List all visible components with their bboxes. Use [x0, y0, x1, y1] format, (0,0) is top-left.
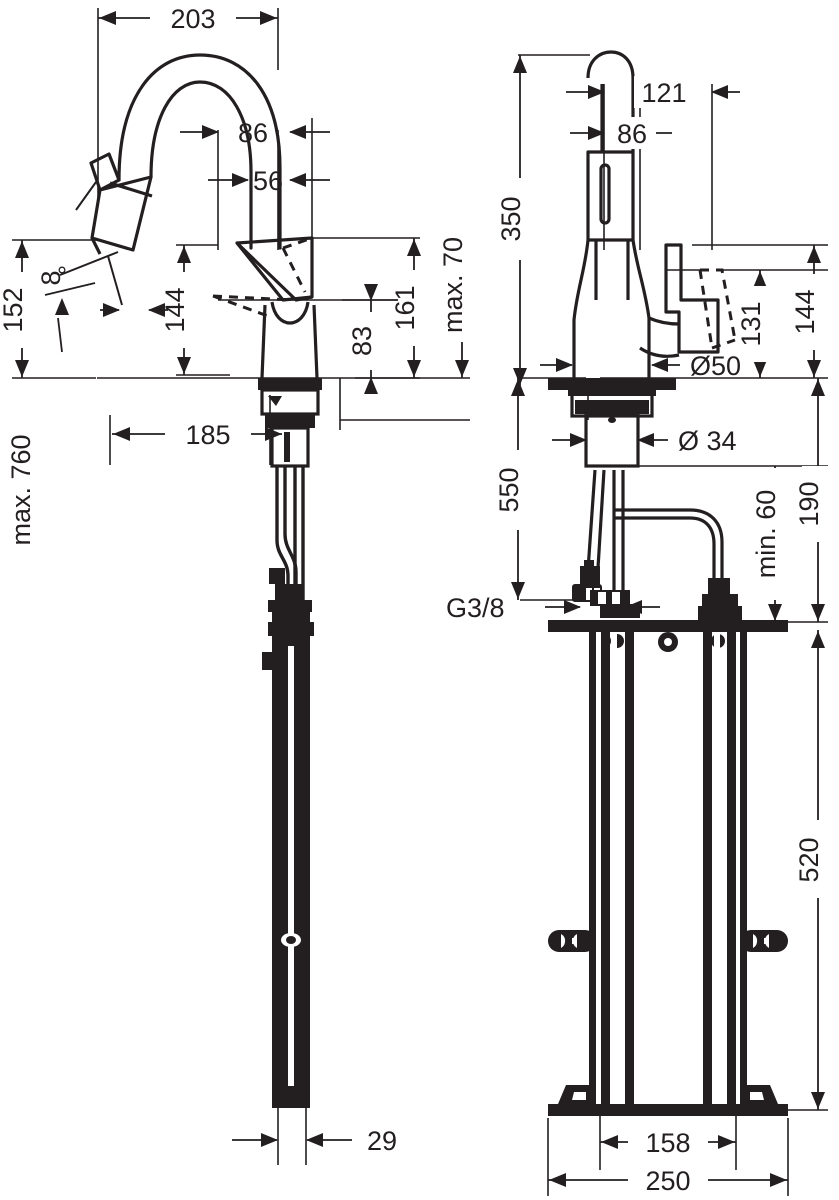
dim-max-70: max. 70 — [438, 210, 478, 378]
dim-203: 203 — [98, 2, 278, 34]
dim-161-label: 161 — [390, 285, 420, 330]
dim-190: 190 — [794, 378, 834, 622]
dim-550-label: 550 — [494, 467, 524, 512]
dim-144-right: 144 — [790, 245, 830, 378]
dim-8-label: 8 — [36, 270, 66, 285]
right-base — [548, 378, 676, 468]
dim-121: 121 — [566, 76, 740, 108]
lever-handle-ghost — [212, 236, 313, 318]
left-hose-fittings — [268, 568, 314, 636]
right-lever-handle — [639, 243, 720, 358]
dim-56-label: 56 — [253, 166, 283, 196]
dim-158-label: 158 — [645, 1128, 690, 1158]
right-hose-assembly — [586, 469, 724, 598]
left-shaft — [262, 636, 310, 1108]
dim-203-label: 203 — [170, 4, 215, 34]
dim-86-right-label: 86 — [617, 119, 647, 149]
dim-350-label: 350 — [496, 196, 526, 241]
dim-86-right: 86 — [570, 117, 672, 149]
dim-83: 83 — [347, 284, 387, 394]
faucet-body — [260, 301, 319, 379]
dim-185: 185 — [112, 418, 282, 450]
dim-520-label: 520 — [794, 837, 824, 882]
dim-152-label: 152 — [0, 287, 28, 332]
dim-550: 550 — [494, 378, 534, 600]
install-bracket — [548, 620, 788, 1116]
dim-161: 161 — [390, 238, 430, 378]
spray-head — [89, 152, 153, 255]
dim-dia-50: Ø50 — [540, 351, 741, 381]
dim-131-label: 131 — [736, 301, 766, 346]
right-lever-ghost — [698, 268, 737, 350]
dim-144-right-label: 144 — [790, 289, 820, 334]
dim-520: 520 — [794, 630, 834, 1110]
dim-158: 158 — [600, 1126, 736, 1158]
left-witness-lines — [12, 8, 470, 1165]
right-hose-fittings — [572, 560, 742, 620]
dim-350: 350 — [496, 55, 536, 386]
wall-anchor-left — [548, 930, 596, 952]
dim-29-label: 29 — [367, 1126, 397, 1156]
spray-wand — [572, 50, 651, 378]
dim-86-left: 86 — [180, 118, 330, 148]
dim-144-left: 144 — [160, 245, 200, 375]
spout-outline — [117, 53, 282, 250]
dim-185-label: 185 — [185, 420, 230, 450]
dim-g38-label: G3/8 — [446, 593, 505, 623]
right-view-group: 350 121 86 Ø50 — [446, 50, 834, 1196]
wall-anchor-right — [740, 930, 788, 952]
dim-250-label: 250 — [645, 1166, 690, 1196]
foot-bracket-right — [740, 1085, 778, 1104]
dim-144-left-label: 144 — [160, 287, 190, 332]
dim-dia-50-label: Ø50 — [690, 351, 741, 381]
spray-head-leader — [59, 181, 123, 306]
degree-symbol: ° — [54, 265, 82, 275]
dim-max-760: max. 760 — [6, 434, 36, 545]
foot-bracket-left — [558, 1085, 596, 1104]
dim-g38: G3/8 — [446, 593, 660, 623]
dim-min-60-label: min. 60 — [751, 490, 781, 579]
dim-29: 29 — [232, 1126, 397, 1156]
dim-86-left-label: 86 — [238, 118, 268, 148]
dim-250: 250 — [548, 1164, 788, 1196]
dim-131: 131 — [736, 270, 776, 378]
dim-152: 152 — [0, 240, 38, 378]
dim-83-label: 83 — [347, 326, 377, 356]
dim-121-label: 121 — [641, 78, 686, 108]
dim-190-label: 190 — [794, 481, 824, 526]
dim-min-60: min. 60 — [751, 466, 791, 622]
dim-dia-34-label: Ø 34 — [678, 426, 737, 456]
dim-max-760-label: max. 760 — [6, 434, 36, 545]
dim-8-degrees: 8 ° — [36, 265, 168, 353]
dim-max-70-label: max. 70 — [438, 237, 468, 333]
left-view-group: 203 86 — [0, 2, 478, 1165]
dim-56: 56 — [208, 166, 330, 196]
dim-dia-34: Ø 34 — [552, 426, 737, 456]
left-base — [258, 378, 322, 468]
